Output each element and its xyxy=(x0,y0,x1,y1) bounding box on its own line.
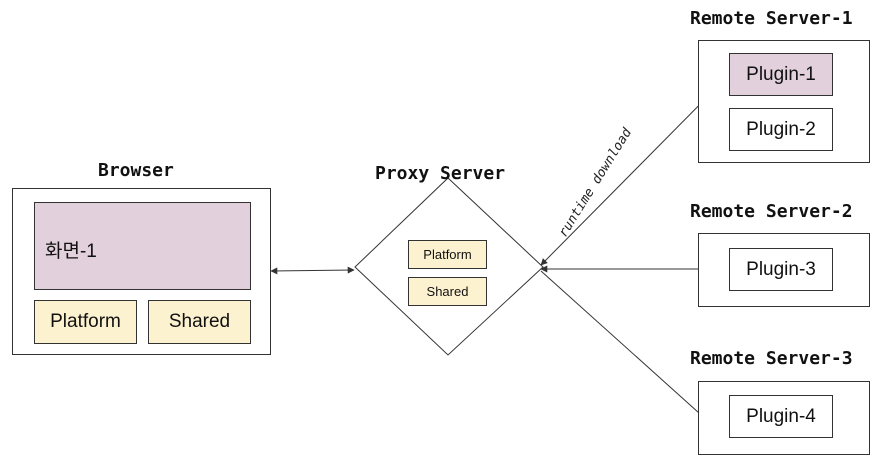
browser-title: Browser xyxy=(98,160,174,181)
plugin-3-box: Plugin-3 xyxy=(729,248,833,291)
remote-server-3-title: Remote Server-3 xyxy=(690,348,853,369)
server3-to-proxy-connector xyxy=(540,270,700,414)
screen-panel: 화면-1 xyxy=(34,202,251,290)
remote-server-1-title: Remote Server-1 xyxy=(690,8,853,29)
proxy-shared-package: Shared xyxy=(408,277,487,306)
plugin-4-box: Plugin-4 xyxy=(729,395,833,438)
browser-platform-package: Platform xyxy=(34,300,137,344)
browser-shared-package: Shared xyxy=(148,300,251,344)
plugin1-to-proxy-connector xyxy=(540,75,729,266)
plugin-2-box: Plugin-2 xyxy=(729,108,833,151)
browser-proxy-connector xyxy=(270,266,355,275)
proxy-server-title: Proxy Server xyxy=(375,163,506,184)
screen-label: 화면-1 xyxy=(45,241,97,262)
proxy-platform-package: Platform xyxy=(408,240,487,269)
plugin-1-box: Plugin-1 xyxy=(729,53,833,96)
remote-server-2-title: Remote Server-2 xyxy=(690,201,853,222)
